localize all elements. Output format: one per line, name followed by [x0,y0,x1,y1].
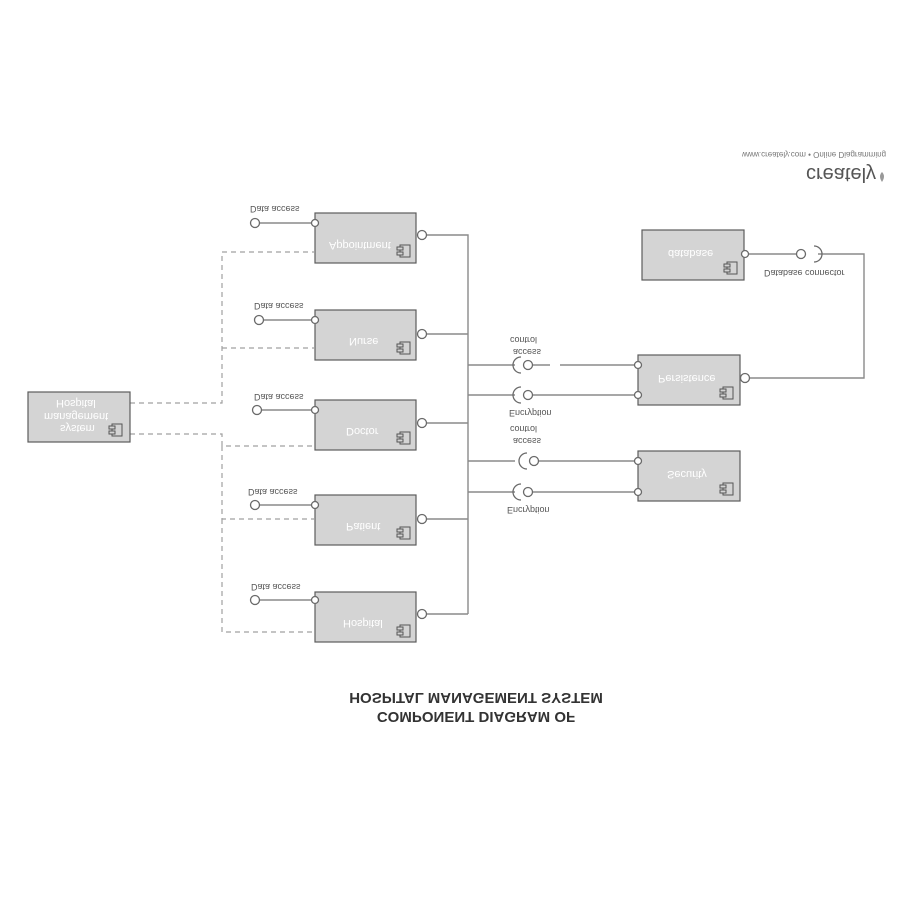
label-hms-line3: system [60,422,95,434]
interface-data-access-patient: Data access [248,487,312,511]
interface-data-access-appointment: Data access [249,204,312,229]
component-icon [719,482,734,496]
interface-persistence-control-access: control access [510,335,542,374]
label-hms-line2: management [44,410,108,422]
label-doctor: Doctor [346,425,379,437]
component-appointment[interactable]: Appointment [310,212,428,264]
component-icon [396,244,411,258]
wire-hms-hospital [221,519,314,633]
component-icon [396,624,411,638]
interface-data-access-nurse: Data access [253,301,312,326]
label-database-connector: Database connector [764,268,845,278]
label-data-access-hospital: Data access [251,582,301,592]
interface-security-encryption: Encryption [507,483,550,515]
wire-hms-appointment [130,251,314,404]
interface-database-connector: Database connector [764,245,845,278]
label-security-encryption: Encryption [507,505,550,515]
label-nurse: Nurse [349,335,378,347]
label-patient: Patient [346,520,380,532]
label-persistence-encryption: Encryption [509,408,552,418]
wire-hms-doctor [130,433,314,447]
logo-tagline: www.creately.com • Online Diagramming [741,150,886,159]
diagram-title-line2: HOSPITAL MANAGEMENT SYSTEM [349,689,603,706]
label-data-access-doctor: Data access [254,392,304,402]
interface-data-access-doctor: Data access [251,392,312,416]
component-icon [396,341,411,355]
logo-drop-icon [880,172,884,182]
bus-vertical [422,234,469,614]
interface-persistence-encryption: Encryption [509,386,552,418]
component-icon [396,431,411,445]
label-persistence: Persistence [658,372,715,384]
component-patient[interactable]: Patient [310,494,428,546]
diagram-title-line1: COMPONENT DIAGRAM OF [377,708,575,725]
label-security-access: access [513,436,542,446]
label-persistence-control: control [510,335,537,345]
component-icon [396,526,411,540]
label-appointment: Appointment [329,239,391,251]
wire-hms-patient [221,446,314,520]
label-security: Security [667,468,707,480]
label-database: database [668,247,713,259]
label-data-access-patient: Data access [248,487,298,497]
component-hospital-management-system[interactable]: Hospital management system [27,391,131,443]
label-hms-line1: Hospital [56,397,96,409]
label-data-access-appointment: Data access [250,204,300,214]
logo-text: creately [806,163,876,185]
label-security-control: control [510,424,537,434]
component-icon [719,386,734,400]
component-hospital[interactable]: Hospital [310,591,428,643]
interface-security-control-access: control access [510,424,542,470]
component-database[interactable]: database [641,229,750,281]
label-persistence-access: access [513,347,542,357]
wire-persistence-database [745,253,865,379]
component-nurse[interactable]: Nurse [310,309,428,361]
interface-data-access-hospital: Data access [249,582,312,606]
label-data-access-nurse: Data access [254,301,304,311]
component-doctor[interactable]: Doctor [310,399,428,451]
component-security[interactable]: Security [633,450,741,502]
component-icon [723,261,738,275]
label-hospital: Hospital [343,617,383,629]
component-persistence[interactable]: Persistence [633,354,751,406]
creately-logo: creately www.creately.com • Online Diagr… [741,150,886,185]
component-icon [108,423,123,437]
